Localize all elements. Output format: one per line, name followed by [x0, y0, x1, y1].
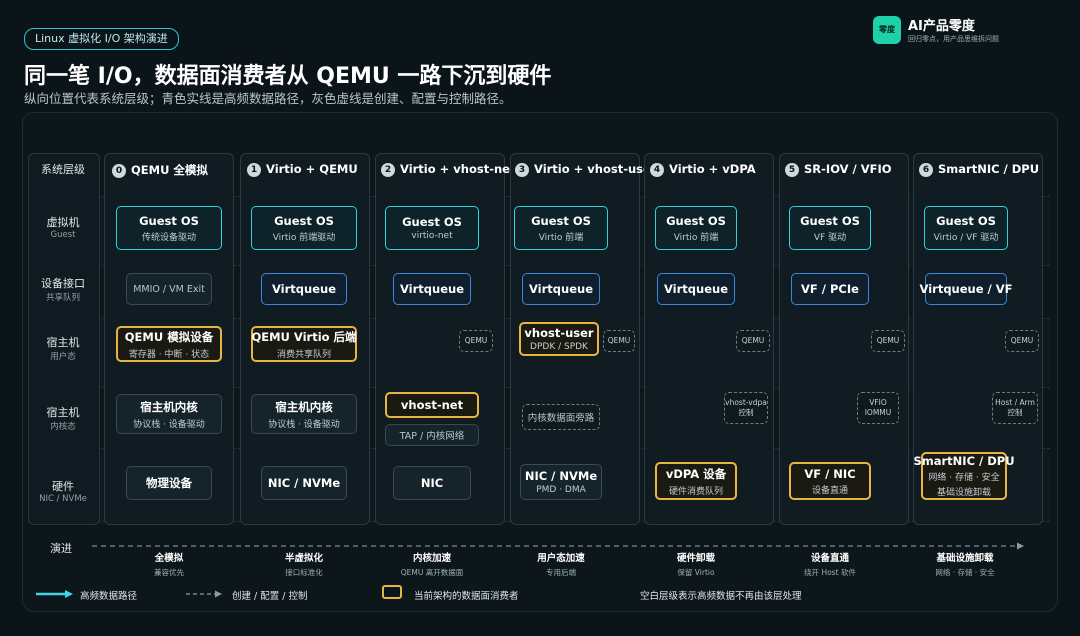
legend-data-path: 高频数据路径: [80, 591, 138, 602]
topic-tag: Linux 虚拟化 I/O 架构演进: [24, 28, 179, 50]
legend-consumer-swatch: [382, 585, 402, 599]
qemu-control-box: QEMU: [459, 330, 493, 352]
virtqueue-box: Virtqueue: [393, 273, 471, 305]
qemu-control-box: QEMU: [603, 330, 635, 352]
virtqueue-vf-box: Virtqueue / VF: [920, 273, 1013, 305]
legend-control-path: 创建 / 配置 / 控制: [232, 591, 308, 602]
qemu-control-box: QEMU: [871, 330, 905, 352]
vf-pcie-box: VF / PCIe: [791, 273, 869, 305]
qemu-control-box: QEMU: [736, 330, 770, 352]
legend-note: 空白层级表示高频数据不再由该层处理: [640, 591, 802, 602]
brand-logo: 零度: [873, 16, 901, 44]
layer-header-label: 系统层级: [41, 163, 85, 176]
brand-name: AI产品零度: [908, 19, 975, 34]
hardware-box: 物理设备: [126, 466, 212, 500]
layer-user-label: 宿主机用户态: [46, 336, 80, 362]
layer-iface-label: 设备接口共享队列: [41, 277, 85, 303]
virtqueue-box: Virtqueue: [261, 273, 347, 305]
evolution-stage: 设备直通绕开 Host 软件: [804, 553, 856, 577]
interface-box: MMIO / VM Exit: [126, 273, 212, 305]
kernel-bypass-box: 内核数据面旁路: [522, 404, 600, 430]
hardware-box: NIC: [393, 466, 471, 500]
page-title: 同一笔 I/O，数据面消费者从 QEMU 一路下沉到硬件: [24, 64, 552, 89]
hardware-box: NIC / NVMe: [261, 466, 347, 500]
qemu-control-box: QEMU: [1005, 330, 1039, 352]
data-consumer-box: vhost-net: [385, 392, 479, 418]
layer-kernel-label: 宿主机内核态: [46, 406, 80, 432]
layer-label-column: [28, 153, 100, 525]
evolution-stage: 全模拟兼容优先: [154, 553, 184, 577]
evolution-stage: 硬件卸载保留 Virtio: [676, 553, 715, 577]
host-kernel-box: 宿主机内核协议栈 · 设备驱动: [116, 394, 222, 434]
evolution-stage: 基础设施卸载网络 · 存储 · 安全: [935, 553, 995, 577]
data-consumer-box: vDPA 设备硬件消费队列: [655, 462, 737, 500]
virtqueue-box: Virtqueue: [657, 273, 735, 305]
brand-slogan: 回归零点，用产品思维拆问题: [908, 35, 999, 43]
page-subtitle: 纵向位置代表系统层级；青色实线是高频数据路径，灰色虚线是创建、配置与控制路径。: [24, 91, 512, 106]
evolution-label: 演进: [50, 542, 72, 555]
evolution-stage: 用户态加速专用后端: [537, 553, 585, 577]
data-consumer-box: QEMU Virtio 后端消费共享队列: [251, 326, 357, 362]
evolution-stage: 半虚拟化接口标准化: [284, 553, 323, 577]
data-consumer-box: QEMU 模拟设备寄存器 · 中断 · 状态: [116, 326, 222, 362]
host-kernel-box: 宿主机内核协议栈 · 设备驱动: [251, 394, 357, 434]
legend-consumer: 当前架构的数据面消费者: [414, 591, 519, 602]
virtqueue-box: Virtqueue: [522, 273, 600, 305]
tap-kernel-net-box: TAP / 内核网络: [385, 424, 479, 446]
